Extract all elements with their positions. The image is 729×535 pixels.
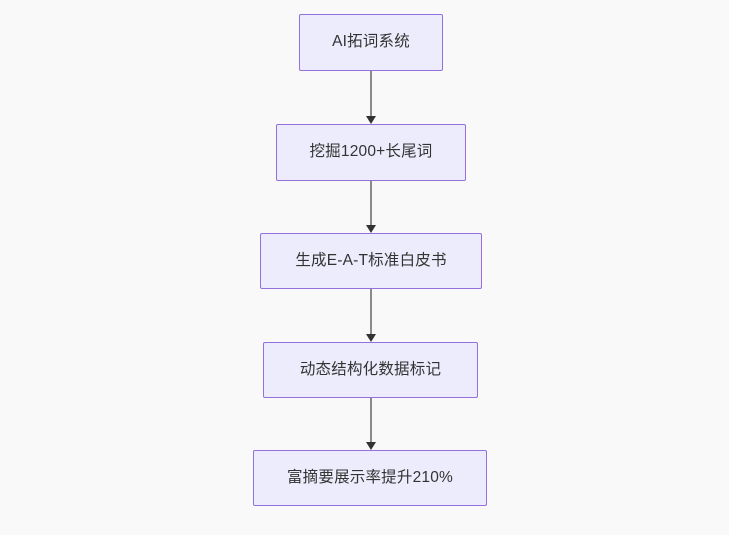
flowchart-node-label: 生成E-A-T标准白皮书	[295, 251, 447, 269]
edge-line	[370, 181, 372, 225]
flowchart-node-label: 动态结构化数据标记	[299, 360, 442, 378]
flowchart-edge-4	[366, 398, 376, 450]
flowchart-node-label: 富摘要展示率提升210%	[286, 468, 454, 486]
flowchart-edge-1	[366, 71, 376, 124]
arrowhead-icon	[366, 225, 376, 233]
flowchart-node-mine-longtail-keywords[interactable]: 挖掘1200+长尾词	[276, 124, 466, 181]
edge-line	[370, 398, 372, 442]
flowchart-node-label: AI拓词系统	[332, 33, 410, 51]
flowchart-node-label: 挖掘1200+长尾词	[309, 143, 433, 161]
edge-line	[370, 71, 372, 116]
flowchart-node-rich-snippet-impression-uplift[interactable]: 富摘要展示率提升210%	[253, 450, 487, 506]
arrowhead-icon	[366, 334, 376, 342]
flowchart-node-ai-keyword-system[interactable]: AI拓词系统	[299, 14, 443, 71]
edge-line	[370, 289, 372, 334]
flowchart-node-generate-eat-whitepaper[interactable]: 生成E-A-T标准白皮书	[260, 233, 482, 289]
arrowhead-icon	[366, 116, 376, 124]
flowchart-node-dynamic-structured-data-markup[interactable]: 动态结构化数据标记	[263, 342, 478, 398]
flowchart-edge-2	[366, 181, 376, 233]
flowchart-edge-3	[366, 289, 376, 342]
arrowhead-icon	[366, 442, 376, 450]
